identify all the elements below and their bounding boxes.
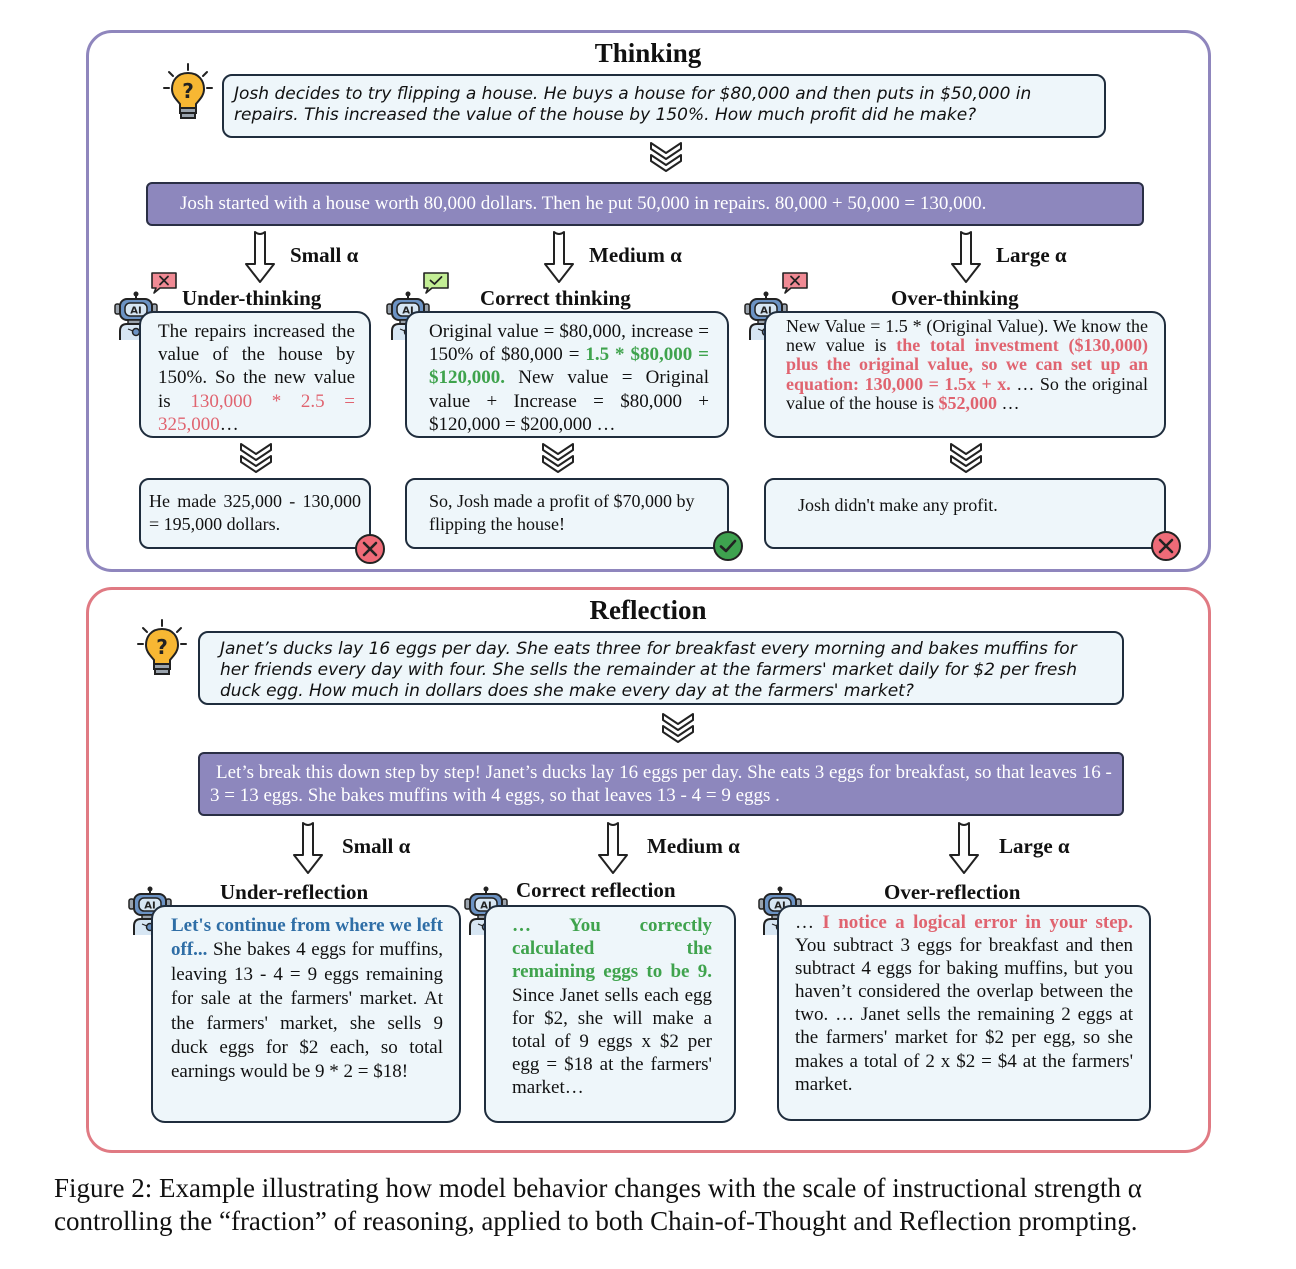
over-thinking-error-2: $52,000	[938, 392, 997, 413]
reflection-panel	[86, 587, 1211, 1153]
arrow-down-icon	[950, 231, 982, 283]
over-thinking-answer: Josh didn't make any profit.	[764, 478, 1166, 549]
under-reflection-label: Under-reflection	[220, 880, 369, 904]
wrong-badge-icon	[1150, 530, 1182, 562]
over-thinking-text-2: … So the original value of the house is	[786, 373, 1148, 413]
over-thinking-error: the total investment ($130,000) plus the…	[786, 335, 1148, 394]
under-thinking-label: Under-thinking	[182, 286, 322, 310]
thinking-panel	[86, 30, 1211, 572]
double-chevron-down-icon	[238, 441, 274, 475]
figure-caption: Figure 2: Example illustrating how model…	[54, 1173, 1142, 1236]
correct-reflection-label: Correct reflection	[516, 878, 676, 902]
under-reflection-text: She bakes 4 eggs for muffins, leaving 13…	[171, 939, 443, 1083]
double-chevron-down-icon	[660, 711, 696, 745]
correct-reflection-highlight: … You correctly calculated the remaining…	[512, 915, 712, 983]
lightbulb-icon	[163, 62, 213, 122]
over-reflection-error: I notice a logical error in your step.	[822, 912, 1134, 933]
over-thinking-label: Over-thinking	[891, 286, 1019, 310]
wrong-badge-icon	[354, 533, 386, 565]
under-reflection-box: Let's continue from where we left off...…	[151, 905, 461, 1123]
over-reflection-label: Over-reflection	[884, 880, 1021, 904]
under-reflection-highlight: Let's continue from where we left off...	[171, 915, 443, 961]
thinking-question: Josh decides to try flipping a house. He…	[222, 74, 1106, 138]
correct-thinking-text-2: New value = Original value + Increase = …	[429, 367, 709, 435]
arrow-down-icon	[292, 822, 324, 874]
alpha-large-label: Large α	[999, 834, 1070, 858]
correct-thinking-highlight: 1.5 * $80,000 = $120,000.	[429, 344, 710, 389]
reflection-shared-step: Let’s break this down step by step! Jane…	[198, 752, 1124, 816]
under-thinking-text: The repairs increased the value of the h…	[158, 321, 355, 412]
correct-reflection-box: … You correctly calculated the remaining…	[484, 905, 736, 1123]
lightbulb-icon	[137, 618, 187, 678]
correct-thinking-label: Correct thinking	[480, 286, 631, 310]
arrow-down-icon	[948, 822, 980, 874]
over-reflection-text: You subtract 3 eggs for breakfast and th…	[795, 935, 1133, 1095]
thinking-title: Thinking	[594, 38, 702, 68]
under-thinking-ellipsis: …	[219, 413, 239, 435]
correct-thinking-box: Original value = $80,000, increase = 150…	[405, 311, 729, 438]
under-thinking-answer: He made 325,000 - 130,000 = 195,000 doll…	[139, 478, 371, 549]
correct-reflection-text: Since Janet sells each egg for $2, she w…	[512, 984, 712, 1099]
alpha-small-label: Small α	[342, 834, 411, 858]
correct-thinking-answer: So, Josh made a profit of $70,000 by fli…	[405, 478, 729, 549]
alpha-large-label: Large α	[996, 243, 1067, 267]
over-thinking-text: New Value = 1.5 * (Original Value). We k…	[786, 316, 1148, 356]
under-thinking-error: 130,000 * 2.5 = 325,000	[158, 390, 355, 435]
double-chevron-down-icon	[948, 441, 984, 475]
thinking-shared-step: Josh started with a house worth 80,000 d…	[146, 182, 1144, 226]
correct-badge-icon	[712, 530, 744, 562]
alpha-medium-label: Medium α	[589, 243, 682, 267]
arrow-down-icon	[597, 822, 629, 874]
double-chevron-down-icon	[540, 441, 576, 475]
reflection-title: Reflection	[589, 595, 707, 625]
over-thinking-box: New Value = 1.5 * (Original Value). We k…	[764, 311, 1166, 438]
correct-thinking-text: Original value = $80,000, increase = 150…	[429, 321, 709, 366]
over-thinking-ellipsis: …	[996, 392, 1020, 413]
alpha-medium-label: Medium α	[647, 834, 740, 858]
reflection-question: Janet’s ducks lay 16 eggs per day. She e…	[198, 631, 1124, 705]
arrow-down-icon	[543, 231, 575, 283]
under-thinking-box: The repairs increased the value of the h…	[139, 311, 371, 438]
double-chevron-down-icon	[648, 140, 684, 174]
arrow-down-icon	[244, 231, 276, 283]
over-reflection-ellipsis: …	[795, 912, 823, 933]
over-reflection-box: … I notice a logical error in your step.…	[777, 905, 1151, 1121]
alpha-small-label: Small α	[290, 243, 359, 267]
